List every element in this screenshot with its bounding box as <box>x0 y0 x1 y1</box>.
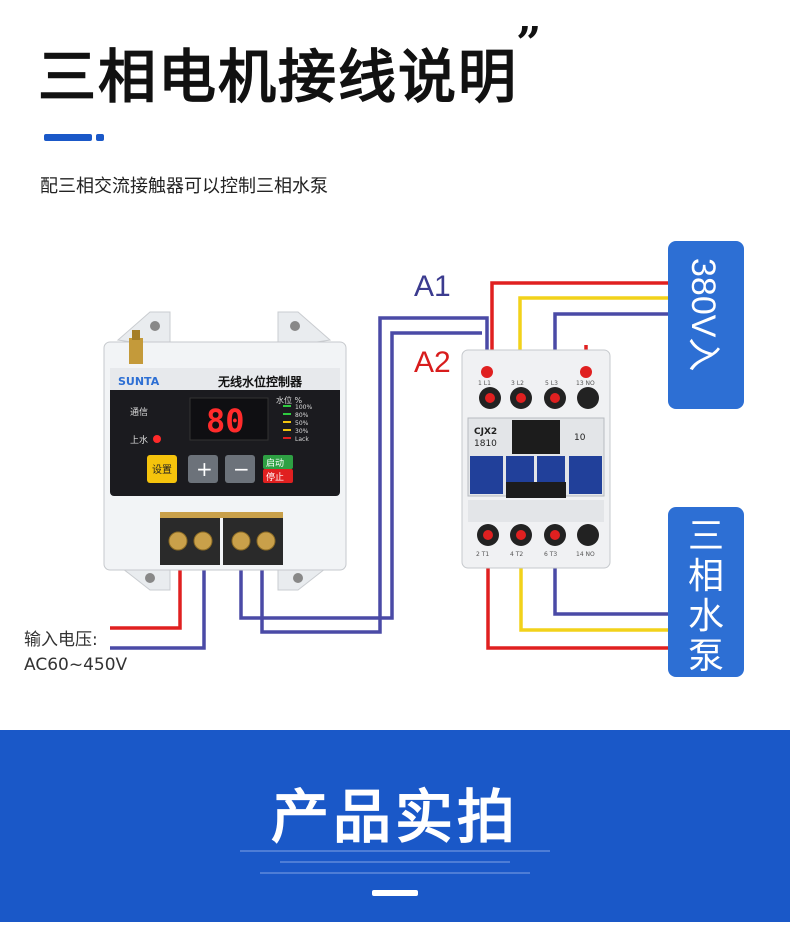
level-50: 50% <box>295 420 309 427</box>
water-led-icon <box>153 435 161 443</box>
signal-label: 通信 <box>130 406 148 418</box>
minus-button-label: − <box>233 457 250 481</box>
pump-label-char-1: 三 <box>688 516 724 557</box>
banner-decorative-text <box>240 850 550 874</box>
a1-terminal-icon <box>481 366 493 378</box>
contactor-top-terminals <box>479 366 599 409</box>
title-underline-accent <box>44 134 104 141</box>
a2-terminal-icon <box>580 366 592 378</box>
terminal-l2: 3 L2 <box>511 380 524 387</box>
wire-pump-t2 <box>519 548 668 632</box>
bottom-strip <box>0 922 790 939</box>
ac-contactor: 1 L1 3 L2 5 L3 13 NO CJX2 1810 10 2 T1 4… <box>461 349 611 569</box>
plus-button-label: + <box>196 457 213 481</box>
wire-a1 <box>260 316 489 634</box>
input-voltage-range: AC60~450V <box>24 655 128 675</box>
water-level-controller: SUNTA 无线水位控制器 通信 上水 80 水位 % 100% 80% 50%… <box>103 311 347 591</box>
product-photo-banner: 产品实拍 <box>0 730 790 922</box>
contactor-model: CJX2 <box>474 427 497 437</box>
terminal-t2: 4 T2 <box>510 551 523 558</box>
terminal-t1: 2 T1 <box>476 551 489 558</box>
label-a1: A1 <box>414 270 451 303</box>
wire-pump-t1 <box>486 548 668 650</box>
water-label: 上水 <box>130 434 148 446</box>
wire-input-purple <box>110 568 206 650</box>
terminal-13no: 13 NO <box>576 380 595 387</box>
wire-a2 <box>239 331 482 620</box>
page-title: 三相电机接线说明 <box>38 43 519 111</box>
pump-label-char-2: 相 <box>688 556 724 597</box>
terminal-l3: 5 L3 <box>545 380 558 387</box>
input-voltage-title: 输入电压: <box>24 630 98 650</box>
level-80: 80% <box>295 412 309 419</box>
wire-input-red <box>110 568 182 630</box>
wires <box>110 281 668 650</box>
pump-label-char-4: 泵 <box>688 636 724 677</box>
terminal-t3: 6 T3 <box>544 551 557 558</box>
stop-button[interactable] <box>263 469 293 483</box>
antenna-icon <box>129 338 143 364</box>
level-30: 30% <box>295 428 309 435</box>
label-a2: A2 <box>414 346 451 379</box>
wire-pump-t3 <box>553 548 668 616</box>
level-display: 80 <box>206 402 245 440</box>
start-button[interactable] <box>263 455 293 469</box>
power-in-box: 380V入 <box>668 241 744 409</box>
brand-logo: SUNTA <box>118 375 160 388</box>
terminal-l1: 1 L1 <box>478 380 491 387</box>
banner-title: 产品实拍 <box>270 783 519 851</box>
contactor-model-number: 1810 <box>474 439 497 449</box>
set-button-label: 设置 <box>152 464 172 476</box>
contactor-bottom-terminals <box>477 524 599 546</box>
wiring-diagram: A1 A2 SUNTA 无线水位控制器 通信 上水 80 水位 % <box>24 241 744 677</box>
banner-underline <box>372 890 418 896</box>
start-button-label: 启动 <box>266 457 284 469</box>
power-in-label: 380V入 <box>684 258 722 371</box>
terminal-14no: 14 NO <box>576 551 595 558</box>
controller-name: 无线水位控制器 <box>217 374 303 389</box>
stop-button-label: 停止 <box>266 471 284 483</box>
pump-label-char-3: 水 <box>688 596 724 637</box>
pump-box: 三 相 水 泵 <box>668 507 744 677</box>
set-button[interactable] <box>147 455 177 483</box>
contactor-rating: 10 <box>574 433 586 443</box>
level-bars <box>283 405 291 439</box>
title-quote-mark: ” <box>516 18 542 69</box>
plus-button[interactable] <box>188 455 218 483</box>
minus-button[interactable] <box>225 455 255 483</box>
level-lack: Lack <box>295 436 309 443</box>
subtitle: 配三相交流接触器可以控制三相水泵 <box>40 176 328 197</box>
level-100: 100% <box>295 404 312 411</box>
level-title: 水位 % <box>276 395 303 405</box>
